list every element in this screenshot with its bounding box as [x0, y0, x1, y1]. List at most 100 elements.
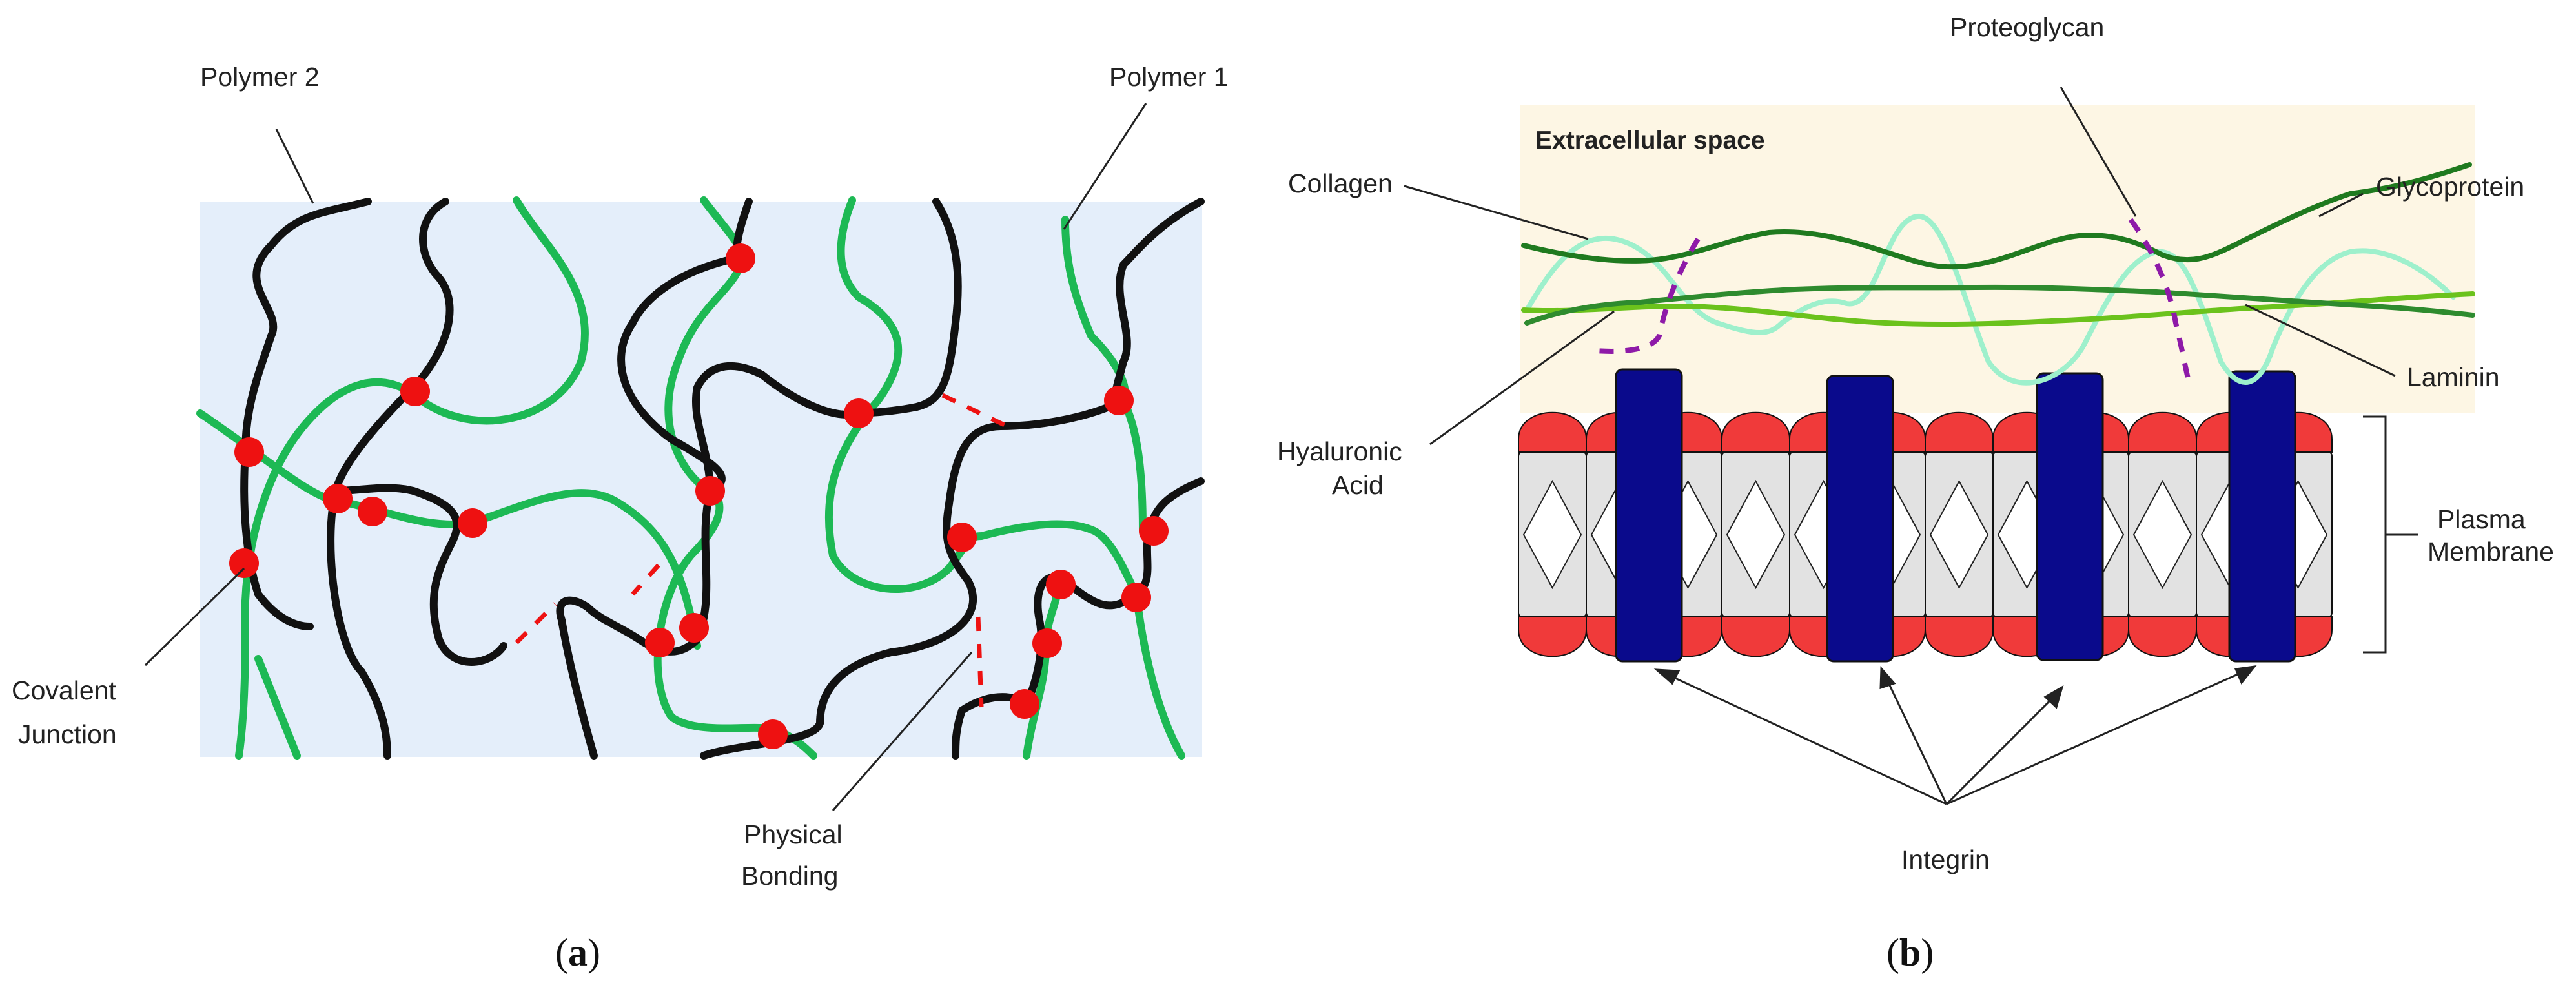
plasma-membrane-bracket — [2363, 415, 2387, 654]
polymer-2-chain — [327, 198, 454, 760]
physical-bonding-label-line1: Physical — [744, 820, 843, 849]
covalent-junctions — [229, 243, 1169, 749]
polymer-2-chain — [556, 487, 714, 760]
polymer-2-leader-line — [275, 129, 314, 204]
integrin-protein — [2036, 372, 2104, 661]
panel-b: Extracellular space — [1277, 12, 2554, 974]
integrin-arrowhead — [1879, 666, 1896, 690]
integrin-arrowhead — [2234, 665, 2257, 685]
glycoprotein-label: Glycoprotein — [2376, 172, 2524, 202]
covalent-junction — [695, 476, 725, 506]
hyaluronic-acid-label-line2: Acid — [1332, 470, 1384, 500]
lipid-head-lower — [1518, 616, 1587, 657]
polymer-2-chain — [332, 484, 507, 666]
physical-bond — [515, 602, 557, 645]
plasma-membrane-label-line1: Plasma — [2437, 504, 2526, 534]
covalent-junction — [679, 613, 709, 643]
covalent-junction — [1121, 583, 1151, 612]
polymer-1-label: Polymer 1 — [1109, 62, 1229, 92]
covalent-junction — [1010, 689, 1039, 719]
laminin-fiber — [1521, 291, 2475, 327]
plasma-membrane-label-line2: Membrane — [2428, 537, 2554, 566]
lipid-tail-diamond — [2132, 479, 2193, 590]
lipid-head-lower — [1721, 616, 1790, 657]
lipid-head-upper — [1518, 411, 1587, 453]
physical-bonding-label-line2: Bonding — [741, 861, 838, 891]
polymer-2-chain — [700, 198, 1205, 760]
collagen-fiber — [1524, 213, 2456, 386]
integrin-arrow-line — [1945, 696, 2054, 805]
polymer-2-chain — [240, 198, 372, 630]
proteoglycans — [1588, 218, 2191, 382]
collagen-label: Collagen — [1288, 169, 1393, 198]
lipid-tail-diamond — [1522, 479, 1582, 590]
integrin-protein — [1615, 368, 1683, 663]
proteoglycan-strand — [2128, 218, 2191, 382]
covalent-junction — [229, 548, 259, 578]
lipid-head-upper — [2128, 411, 2197, 453]
covalent-junction — [947, 523, 977, 552]
laminin-leader-line — [2245, 304, 2396, 377]
covalent-junction-label-line2: Junction — [18, 719, 117, 749]
covalent-junction — [1104, 386, 1134, 415]
physical-bonds — [515, 393, 1008, 708]
integrin-protein — [1826, 375, 1894, 663]
integrin-arrow-line — [1886, 681, 1948, 805]
polymer-1-chain — [653, 196, 817, 760]
panel-a-leader-lines — [144, 103, 1147, 811]
covalent-junction — [758, 719, 788, 749]
integrin-arrowhead — [1653, 668, 1681, 685]
polymer-1-leader-line — [1063, 103, 1147, 230]
hyaluronic-acid-label-line1: Hyaluronic — [1277, 437, 1402, 466]
physical-bonding-leader-line — [832, 652, 973, 811]
integrin-arrow-line — [1946, 670, 2244, 805]
panel-a-caption: (a) — [555, 931, 600, 974]
integrin-arrows — [1653, 665, 2257, 805]
glycoprotein-fiber — [1521, 162, 2472, 270]
covalent-junction — [1032, 628, 1062, 658]
covalent-junction — [358, 497, 387, 526]
panel-a: Polymer 2 Polymer 1 Covalent Junction Ph… — [12, 62, 1229, 974]
covalent-junction — [234, 437, 264, 467]
lipid-head-upper — [1925, 411, 1994, 453]
covalent-junction-label-line1: Covalent — [12, 676, 116, 705]
hyaluronic-acid-leader-line — [1429, 310, 1615, 446]
integrin-arrow-line — [1668, 674, 1947, 805]
covalent-junction — [323, 484, 353, 513]
covalent-junction — [458, 508, 487, 538]
extracellular-space-label: Extracellular space — [1535, 127, 1765, 154]
laminin-label: Laminin — [2407, 362, 2500, 392]
integrin-arrowhead — [2043, 685, 2064, 709]
polymer-2-label: Polymer 2 — [200, 62, 320, 92]
integrin-label: Integrin — [1901, 845, 1990, 874]
collagen-leader-line — [1404, 185, 1589, 240]
polymer-1-chain — [824, 196, 1185, 760]
polymer-1-chain — [254, 655, 301, 760]
covalent-junction — [844, 398, 874, 428]
covalent-junction — [726, 243, 755, 273]
covalent-junction — [645, 628, 675, 657]
covalent-junction — [1139, 516, 1169, 546]
polymer-1-chain — [235, 196, 589, 760]
proteoglycan-strand — [1588, 237, 1701, 354]
covalent-junction — [400, 377, 430, 406]
lipid-tail-diamond — [1929, 479, 1989, 590]
lipid-tail-diamond — [1726, 479, 1786, 590]
lipid-head-lower — [1925, 616, 1994, 657]
lipid-head-lower — [2128, 616, 2197, 657]
integrin-protein — [2228, 370, 2296, 663]
covalent-junction — [1046, 570, 1076, 599]
panel-b-leader-lines — [1404, 87, 2418, 654]
physical-bond — [631, 563, 660, 596]
panel-b-caption: (b) — [1886, 931, 1934, 974]
integrins — [1615, 368, 2296, 663]
covalent-junction-leader-line — [144, 567, 245, 667]
ecm-fibers — [1521, 162, 2475, 386]
proteoglycan-leader-line — [2060, 87, 2137, 217]
lipid-head-upper — [1721, 411, 1790, 453]
proteoglycan-label: Proteoglycan — [1950, 12, 2104, 42]
physical-bond — [941, 393, 1008, 429]
glycoprotein-leader-line — [2318, 192, 2364, 218]
hyaluronic-acid-fiber — [1524, 284, 2475, 326]
